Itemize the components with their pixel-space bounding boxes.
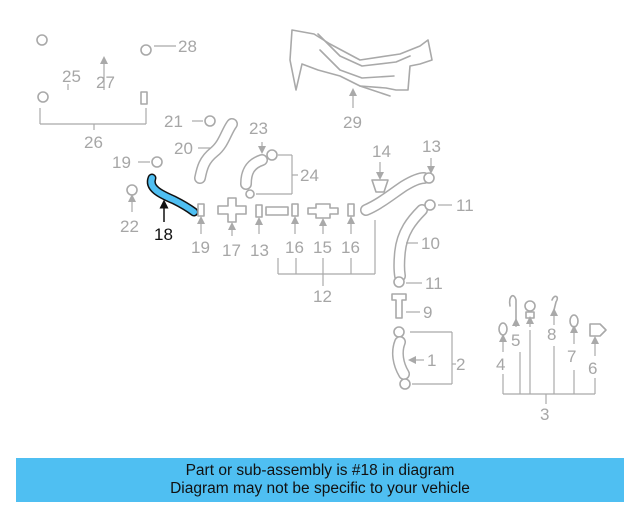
callout-18-highlighted: 18	[154, 225, 173, 244]
small-parts-3-8	[498, 294, 607, 404]
callout-23: 23	[249, 119, 268, 138]
callout-21: 21	[164, 112, 183, 131]
callout-11-top: 11	[456, 196, 474, 215]
banner-line-disclaimer: Diagram may not be specific to your vehi…	[170, 480, 470, 497]
callout-5: 5	[511, 331, 520, 350]
callout-14: 14	[372, 142, 391, 161]
fittings-row	[197, 197, 376, 286]
callout-24: 24	[300, 166, 319, 185]
callout-17: 17	[222, 241, 241, 260]
callout-22: 22	[120, 217, 139, 236]
callout-19-bottom: 19	[191, 238, 210, 257]
callout-19-top: 19	[112, 153, 131, 172]
hose-14	[360, 158, 435, 216]
hose-20	[192, 115, 238, 184]
callout-20: 20	[174, 139, 193, 158]
hose-group-top-left	[36, 34, 176, 130]
callout-6: 6	[588, 359, 597, 378]
callout-labels: 28 25 27 26 29 21 20 23 24 19 22 18 19 1…	[62, 37, 597, 424]
callout-28: 28	[178, 37, 197, 56]
callout-1: 1	[427, 351, 436, 370]
callout-12: 12	[313, 287, 332, 306]
callout-7: 7	[567, 347, 576, 366]
callout-13-top: 13	[422, 137, 441, 156]
hose-10	[391, 199, 456, 390]
callout-2: 2	[456, 355, 465, 374]
callout-8: 8	[547, 325, 556, 344]
callout-10: 10	[421, 234, 440, 253]
callout-25: 25	[62, 67, 81, 86]
radiator-support	[289, 29, 433, 108]
callout-4: 4	[496, 355, 505, 374]
callout-29: 29	[343, 113, 362, 132]
callout-16-left: 16	[285, 238, 304, 257]
callout-3: 3	[540, 405, 549, 424]
callout-16-right: 16	[341, 238, 360, 257]
banner-line-part-number: Part or sub-assembly is #18 in diagram	[185, 462, 455, 479]
callout-13-bottom: 13	[250, 241, 269, 260]
parts-diagram: 28 25 27 26 29 21 20 23 24 19 22 18 19 1…	[36, 29, 607, 424]
callout-26: 26	[84, 133, 103, 152]
clamps-19-22	[126, 156, 163, 212]
callout-15: 15	[313, 238, 332, 257]
info-banner: Part or sub-assembly is #18 in diagram D…	[16, 458, 624, 502]
callout-9: 9	[423, 303, 432, 322]
hose-18-highlighted	[146, 173, 199, 222]
hose-23	[240, 142, 298, 199]
callout-27: 27	[96, 73, 115, 92]
callout-11-bottom: 11	[425, 274, 443, 293]
